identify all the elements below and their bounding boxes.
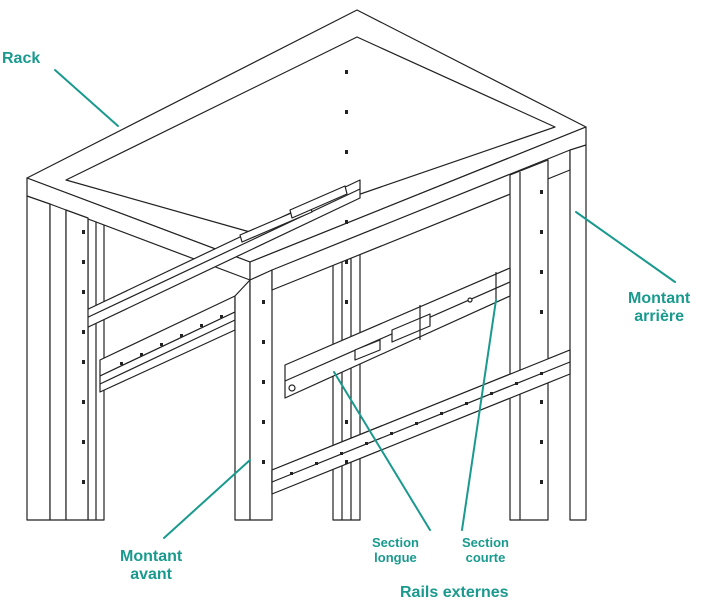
label-short-section: Section courte [462,535,509,566]
label-rear-post: Montant arrière [628,290,690,327]
leader-rear-post [575,211,676,283]
leader-short-section [461,299,497,531]
label-long-section: Section longue [372,535,419,566]
label-outer-rails: Rails externes [400,584,509,601]
leader-front-post [163,459,251,539]
front-left-post [26,195,89,521]
label-front-post-line2: avant [130,566,172,584]
label-long-section-line1: Section [372,535,419,550]
label-front-post: Montant avant [120,548,182,585]
label-short-section-line2: courte [465,549,506,565]
leader-long-section [333,371,431,531]
front-outer-rail [284,267,511,399]
label-rear-post-line1: Montant [628,290,691,307]
label-short-section-line1: Section [462,535,509,550]
beam-holes [120,315,543,475]
leader-rack [54,69,119,127]
right-cross-beam [271,349,571,495]
front-corner-post [234,269,273,521]
back-left-post [87,175,105,521]
label-rack: Rack [2,50,41,67]
label-rear-post-line2: arrière [634,308,685,326]
label-front-post-line1: Montant [120,548,183,565]
rack-top-frame [26,9,587,281]
post-holes [82,70,543,484]
label-long-section-line2: longue [374,549,417,565]
